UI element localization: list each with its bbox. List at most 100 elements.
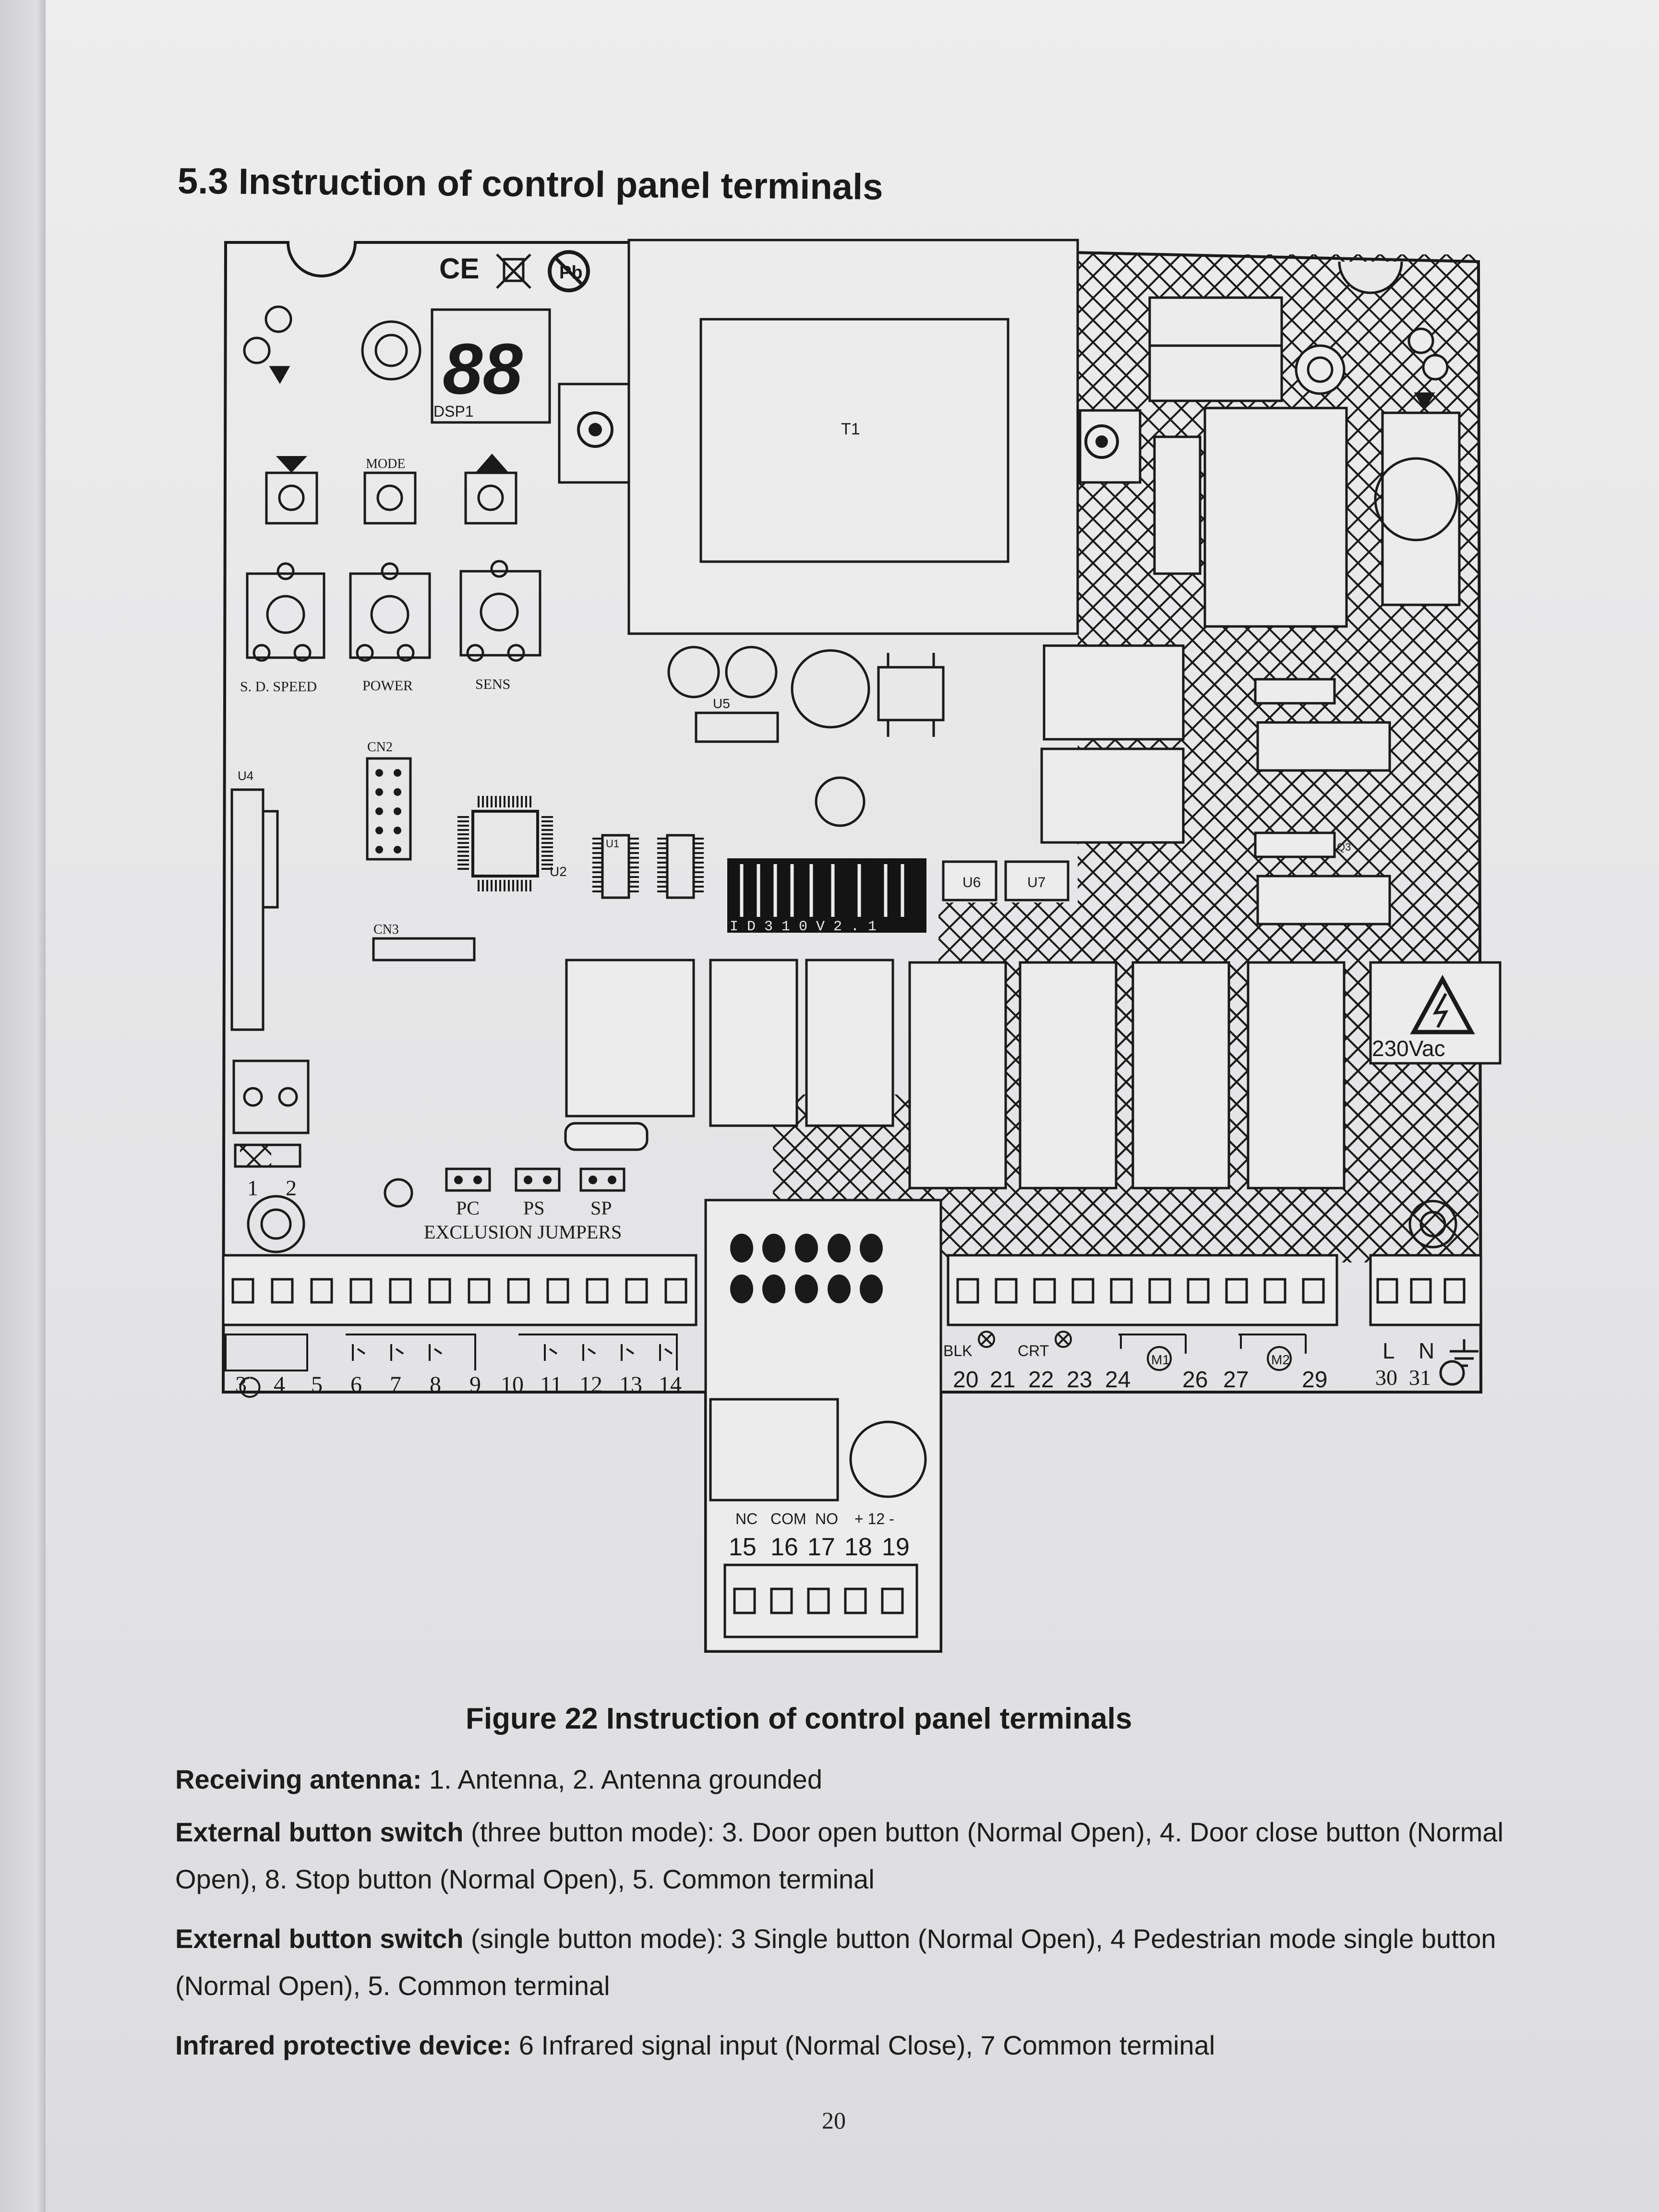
svg-text:MODE: MODE (366, 457, 405, 471)
varistor (1295, 344, 1346, 395)
board-outline (221, 241, 1483, 1653)
high-voltage-warning (1369, 961, 1502, 1065)
pot-speed (246, 562, 325, 662)
earth-post (1408, 1200, 1457, 1249)
svg-text:12: 12 (579, 1372, 602, 1397)
left-terminal-symbols (225, 1334, 678, 1398)
svg-text:18: 18 (844, 1533, 872, 1561)
connector-cn3 (372, 937, 476, 962)
down-button (265, 456, 318, 525)
jumper-label-pc: PC (456, 1197, 480, 1219)
svg-text:20: 20 (953, 1367, 978, 1393)
pot-sens (459, 560, 541, 662)
relay-terminal-screws (733, 1587, 904, 1614)
chip-label-u5: U5 (713, 696, 730, 711)
adjacent-page-edge (0, 0, 46, 2212)
relay-row (564, 959, 1346, 1190)
relay-module-capacitor (849, 1420, 927, 1498)
paragraph-button-three: External button switch (three button mod… (175, 1809, 1519, 1903)
term-infrared: Infrared protective device: (175, 2030, 512, 2060)
right-leds (1407, 327, 1449, 410)
antenna-pin-1: 1 (247, 1176, 258, 1200)
relay-module-pins (730, 1234, 883, 1303)
ic-u1 (592, 834, 704, 899)
svg-text:15: 15 (729, 1533, 757, 1561)
chip-label-u7: U7 (1027, 875, 1046, 890)
svg-text:13: 13 (619, 1372, 642, 1397)
up-button (464, 454, 517, 525)
pb-free-icon: Pb (548, 250, 590, 292)
term-antenna: Receiving antenna: (175, 1764, 422, 1794)
connector-u4 (230, 788, 264, 1031)
power-terminal-numbers: 30 31 (1375, 1365, 1431, 1390)
transformer-label: T1 (841, 420, 860, 438)
svg-text:3: 3 (235, 1372, 247, 1397)
term-button-single: External button switch (175, 1923, 464, 1954)
svg-text:14: 14 (659, 1372, 682, 1397)
warning-label: 230Vac (1372, 1036, 1445, 1061)
svg-text:7: 7 (390, 1372, 401, 1397)
display-digits: 88 (443, 328, 523, 409)
trimmer-right (1079, 409, 1142, 484)
motor-label-m1: M1 (1151, 1352, 1170, 1367)
pot-label-speed: S. D. SPEED (240, 679, 317, 695)
power-terminal-block (1369, 1254, 1482, 1326)
earth-icon (1439, 1339, 1479, 1386)
power-terminal-screws (1376, 1278, 1466, 1304)
ce-mark: CE (439, 252, 479, 285)
capacitors (667, 646, 870, 827)
svg-text:6: 6 (350, 1372, 362, 1397)
power-label-l: L (1382, 1338, 1395, 1363)
svg-text:29: 29 (1302, 1367, 1327, 1393)
svg-text:5: 5 (311, 1372, 323, 1397)
status-leds (243, 305, 292, 384)
seven-segment-display (431, 308, 551, 424)
connector-cn2 (366, 757, 412, 861)
antenna-post (247, 1195, 305, 1253)
relay-module-relay (709, 1398, 839, 1502)
paragraph-antenna: Receiving antenna: 1. Antenna, 2. Antenn… (175, 1756, 1519, 1803)
svg-text:21: 21 (990, 1367, 1015, 1393)
chip-label-q3: Q3 (1337, 841, 1351, 853)
svg-text:COM: COM (770, 1510, 806, 1527)
mode-button: MODE (363, 457, 417, 525)
display-label: DSP1 (433, 403, 474, 420)
svg-text:4: 4 (274, 1372, 285, 1397)
left-terminal-screws (231, 1278, 687, 1304)
mounting-hole (384, 1178, 413, 1208)
svg-text:27: 27 (1223, 1367, 1249, 1393)
svg-text:11: 11 (540, 1372, 562, 1397)
svg-text:NO: NO (815, 1510, 838, 1527)
svg-text:17: 17 (807, 1533, 835, 1561)
trimmer-left (558, 383, 630, 484)
term-button-three: External button switch (175, 1817, 464, 1847)
relay-terminal-block (723, 1563, 918, 1638)
svg-text:23: 23 (1067, 1367, 1092, 1393)
bridge-rectifier (877, 653, 945, 737)
svg-text:8: 8 (430, 1372, 441, 1397)
svg-text:31: 31 (1409, 1365, 1431, 1390)
relay-u6 (942, 860, 998, 902)
svg-text:26: 26 (1182, 1367, 1208, 1393)
firmware-label[interactable]: I D 3 1 0 V 2 . 1 (730, 919, 877, 935)
left-terminal-numbers: 3 4 5 6 7 8 9 10 11 12 13 14 (235, 1372, 682, 1397)
svg-text:10: 10 (501, 1372, 524, 1397)
chip-label-u1: U1 (606, 838, 619, 850)
connector-label-cn3: CN3 (373, 922, 399, 937)
chip-label-u6: U6 (962, 875, 981, 890)
right-terminal-symbols (978, 1331, 1307, 1371)
svg-text:9: 9 (469, 1372, 481, 1397)
chip-label-u4: U4 (238, 769, 253, 783)
pot-label-sens: SENS (475, 676, 510, 692)
svg-text:19: 19 (882, 1533, 910, 1561)
svg-text:22: 22 (1028, 1367, 1054, 1393)
svg-text:NC: NC (735, 1510, 757, 1527)
relay-terminal-numbers: 15 16 17 18 19 (729, 1533, 910, 1561)
buzzer (361, 320, 421, 381)
power-label-n: N (1419, 1338, 1434, 1363)
antenna-connector (232, 1059, 310, 1134)
jumper-group-label: EXCLUSION JUMPERS (424, 1221, 622, 1243)
cn2-pins (375, 769, 401, 854)
paragraph-button-single: External button switch (single button mo… (175, 1915, 1519, 2009)
svg-text:30: 30 (1375, 1365, 1397, 1390)
